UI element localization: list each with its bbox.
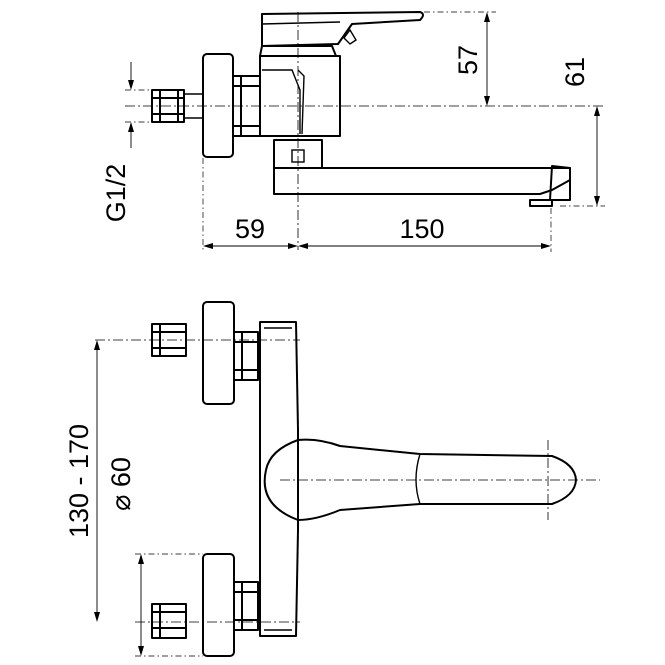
top-view	[95, 301, 600, 657]
dim-horizontal: 59 150	[202, 158, 552, 252]
side-body-contour	[262, 69, 305, 135]
top-upper-escutcheon	[202, 301, 235, 405]
side-spout-tip	[549, 165, 571, 201]
dim-spout-height: 61	[560, 57, 605, 207]
dim-handle-height: 57	[424, 11, 496, 106]
dim-60-label: ⌀ 60	[106, 457, 136, 511]
top-lower-escutcheon	[202, 553, 235, 657]
dim-130-170-label: 130 - 170	[64, 424, 94, 538]
dim-61-label: 61	[560, 57, 590, 87]
top-lever-handle	[263, 438, 577, 521]
side-aerator	[529, 199, 553, 207]
side-lever-handle	[261, 11, 424, 47]
dim-g12-label: G1/2	[101, 164, 131, 223]
side-inlet-connector	[151, 89, 185, 123]
side-escutcheon	[202, 53, 234, 158]
dim-57-label: 57	[453, 45, 483, 75]
top-upper-nut	[233, 331, 259, 381]
top-lower-connector	[151, 603, 187, 639]
dim-escutcheon-diameter: ⌀ 60	[106, 457, 203, 657]
side-inlet-collar	[184, 93, 203, 119]
top-lever-inner	[415, 453, 421, 505]
side-cartridge-cap	[259, 45, 337, 57]
dim-centers: 130 - 170	[64, 340, 100, 622]
top-mixer-bar	[259, 321, 299, 637]
top-lower-nut	[233, 581, 259, 631]
dim-thread: G1/2	[101, 62, 152, 222]
top-bar-inner	[264, 327, 292, 631]
dim-59-label: 59	[235, 214, 265, 244]
side-handle-inner	[261, 21, 357, 45]
side-view	[125, 11, 605, 250]
top-upper-connector	[151, 323, 187, 357]
side-spout-pipe	[273, 167, 571, 195]
dim-150-label: 150	[399, 214, 444, 244]
